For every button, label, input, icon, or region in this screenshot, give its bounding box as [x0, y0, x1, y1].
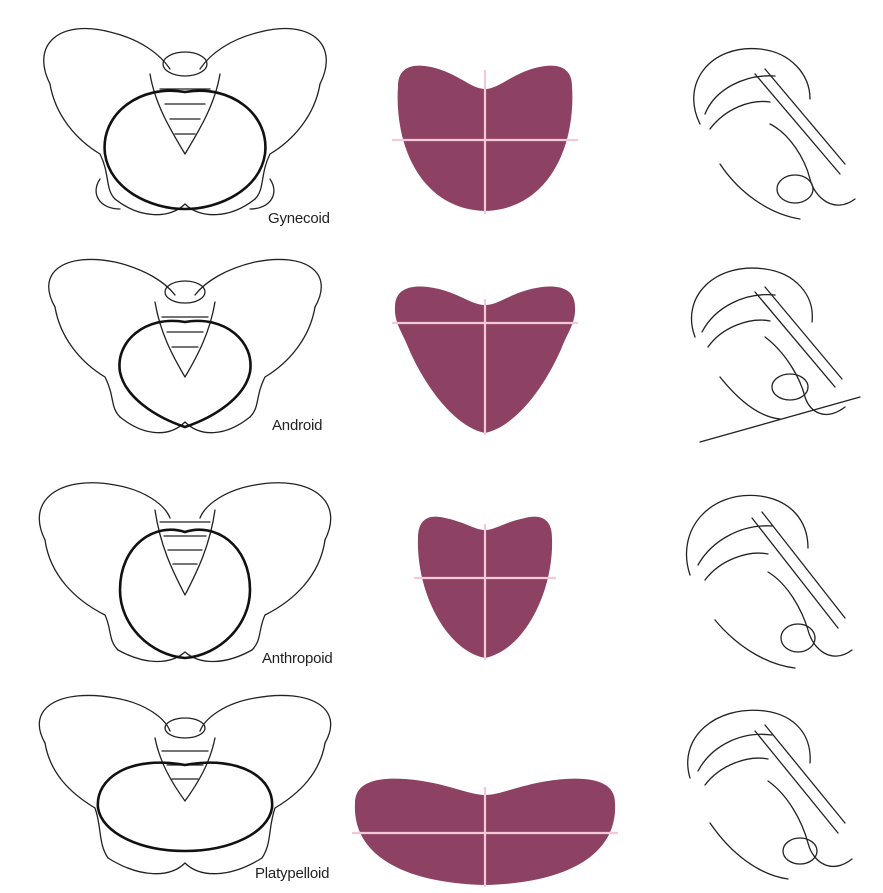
pelvis-front-view-android [20, 237, 350, 447]
pelvis-lateral-view-android [660, 237, 870, 447]
pelvic-inlet-shape-anthropoid [350, 460, 620, 670]
pelvis-lateral-view-gynecoid [660, 14, 870, 224]
pelvis-type-row-platypelloid: Platypelloid [0, 669, 883, 892]
pelvic-inlet-shape-android [350, 237, 620, 447]
pelvis-type-label: Platypelloid [255, 865, 329, 882]
pelvis-front-view-anthropoid [20, 460, 350, 670]
pelvis-type-label: Anthropoid [262, 650, 333, 667]
pelvic-inlet-shape-platypelloid [350, 683, 620, 893]
pelvis-type-row-android: Android [0, 223, 883, 446]
pelvis-front-view-gynecoid [20, 14, 350, 224]
pelvis-front-view-platypelloid [20, 683, 350, 893]
pelvis-lateral-view-platypelloid [660, 683, 870, 893]
pelvis-lateral-view-anthropoid [660, 460, 870, 670]
pelvis-type-row-anthropoid: Anthropoid [0, 446, 883, 669]
pelvic-inlet-shape-gynecoid [350, 14, 620, 224]
pelvis-type-row-gynecoid: Gynecoid [0, 0, 883, 223]
pelvis-type-label: Android [272, 417, 322, 434]
